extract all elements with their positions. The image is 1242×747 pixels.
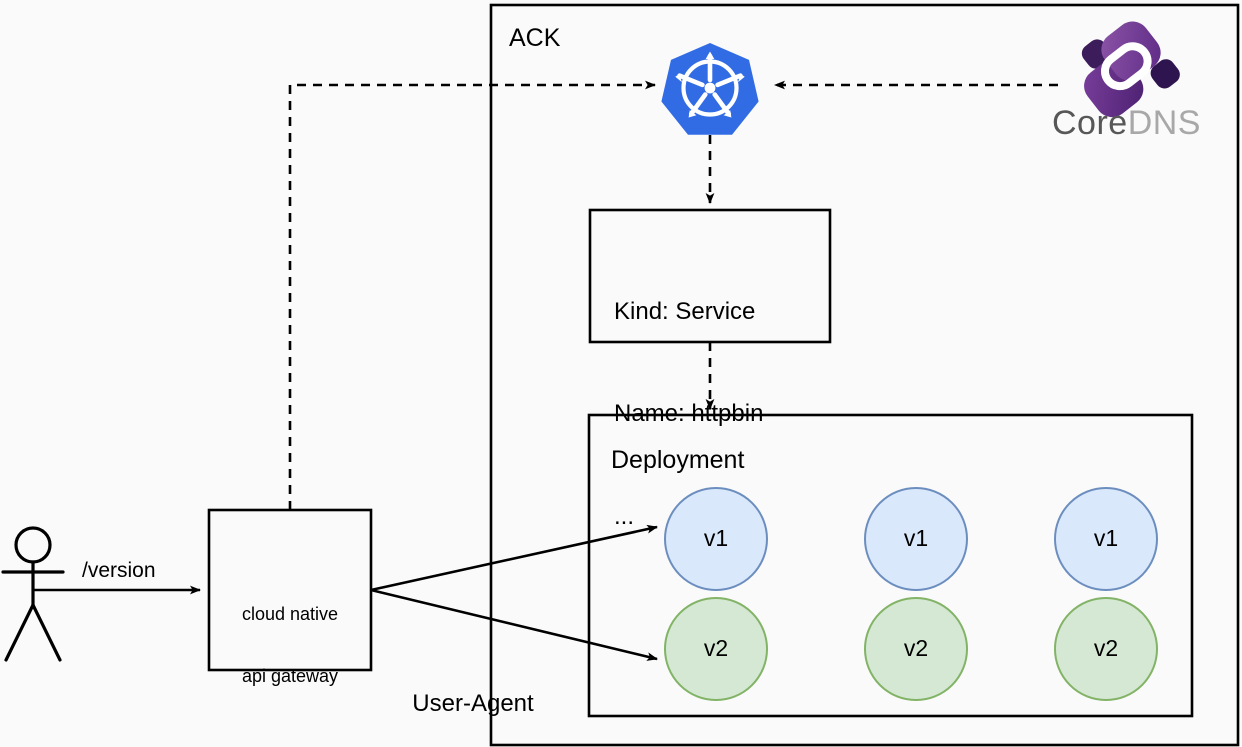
pod-v1-3	[1054, 487, 1158, 591]
edge-gateway-to-v1	[370, 524, 658, 592]
user-actor-figure	[1, 526, 65, 662]
gateway-label-line2: api gateway	[241, 666, 339, 687]
pod-label-v1-3: v1	[1093, 525, 1119, 551]
pod-v1-1	[664, 487, 768, 591]
coredns-wordmark: CoreDNS	[1052, 104, 1201, 143]
pod-v2-3	[1054, 597, 1158, 701]
pod-label-v2-4: v2	[703, 635, 729, 661]
pod-v2-2	[864, 597, 968, 701]
edge-gateway-to-v2	[370, 588, 658, 661]
routing-rule-line1: User-Agent	[412, 689, 534, 717]
coredns-word-dns: DNS	[1127, 104, 1201, 142]
edge-gateway-to-kubernetes	[288, 80, 656, 510]
kubernetes-icon	[661, 43, 759, 135]
pod-label-v1-1: v1	[703, 525, 729, 551]
pod-v2-1	[664, 597, 768, 701]
pod-label-v2-5: v2	[903, 635, 929, 661]
request-path-label: /version	[82, 559, 156, 582]
deployment-label: Deployment	[611, 446, 745, 474]
coredns-icon	[1081, 21, 1180, 118]
routing-rule-label: User-Agent Android	[386, 623, 560, 747]
coredns-word-core: Core	[1052, 104, 1128, 142]
gateway-label: cloud native api gateway	[209, 563, 371, 729]
pod-label-v2-6: v2	[1093, 635, 1119, 661]
pod-v1-2	[864, 487, 968, 591]
service-line-name: Name: httpbin	[614, 400, 764, 428]
ack-label: ACK	[509, 24, 561, 52]
gateway-label-line1: cloud native	[241, 604, 339, 625]
service-text: Kind: Service Name: httpbin ...	[614, 227, 763, 602]
service-line-kind: Kind: Service	[614, 298, 756, 326]
service-line-ellipsis: ...	[614, 502, 635, 530]
pod-label-v1-2: v1	[903, 525, 929, 551]
ack-cluster-box	[489, 3, 1240, 747]
